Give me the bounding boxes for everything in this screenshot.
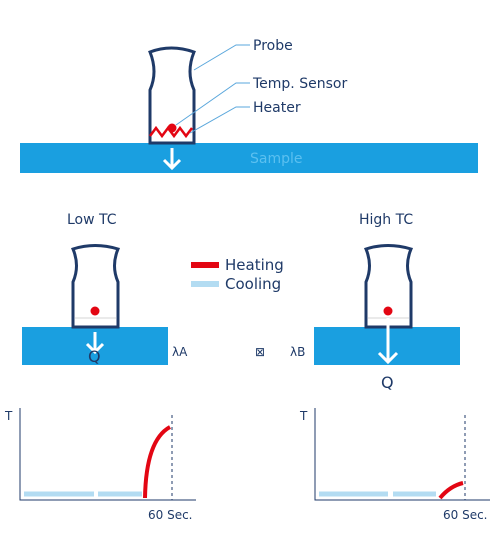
probe-body [148, 46, 196, 145]
legend: Heating Cooling [191, 256, 284, 293]
down-arrow-icon [162, 148, 182, 171]
cooling-swatch [191, 281, 219, 287]
high-tc-down-arrow-icon [377, 318, 399, 365]
high-tc-graph-y-label: T [299, 409, 308, 423]
low-tc-title: Low TC [67, 212, 117, 228]
high-tc-60s-label: 60 Sec. [443, 508, 488, 522]
low-tc-conductivity-label: λA [172, 345, 188, 359]
sample-block [20, 143, 478, 173]
low-tc-graph-axes [19, 408, 196, 501]
top-diagram: Sample Probe Temp. Sensor Heater [20, 38, 478, 173]
temp-sensor-dot [167, 123, 177, 133]
low-tc-graph-y-label: T [4, 409, 13, 423]
high-tc-conductivity-label: λB [290, 345, 305, 359]
low-tc-down-arrow-icon [85, 332, 105, 355]
probe-leader-line [193, 44, 250, 71]
cooling-legend-label: Cooling [225, 275, 281, 293]
low-tc-heating-curve [143, 425, 172, 499]
low-tc-case: Low TC Q λA [22, 212, 188, 366]
heating-legend-label: Heating [225, 256, 284, 274]
high-tc-title: High TC [359, 212, 413, 228]
low-tc-60s-label: 60 Sec. [148, 508, 193, 522]
low-tc-sensor-dot [90, 306, 100, 316]
high-tc-flux-label: Q [381, 373, 394, 392]
temp-sensor-label: Temp. Sensor [252, 76, 347, 92]
high-tc-graph: T 60 Sec. [299, 408, 490, 522]
high-tc-case: High TC Q λB [290, 212, 460, 392]
low-tc-graph: T 60 Sec. [4, 408, 196, 522]
high-tc-heating-curve [438, 481, 464, 500]
heater-label: Heater [253, 100, 301, 116]
heater-leader-line [189, 106, 250, 134]
middle-symbol: ⊠ [255, 345, 265, 359]
low-tc-flux-label: Q [88, 347, 101, 366]
high-tc-probe-body [363, 244, 414, 329]
probe-label: Probe [253, 38, 293, 54]
sensor-leader-line [175, 82, 250, 126]
low-tc-probe-body [70, 244, 121, 329]
sample-label: Sample [250, 151, 303, 167]
heating-swatch [191, 262, 219, 268]
high-tc-graph-axes [314, 408, 490, 501]
high-tc-sensor-dot [383, 306, 393, 316]
